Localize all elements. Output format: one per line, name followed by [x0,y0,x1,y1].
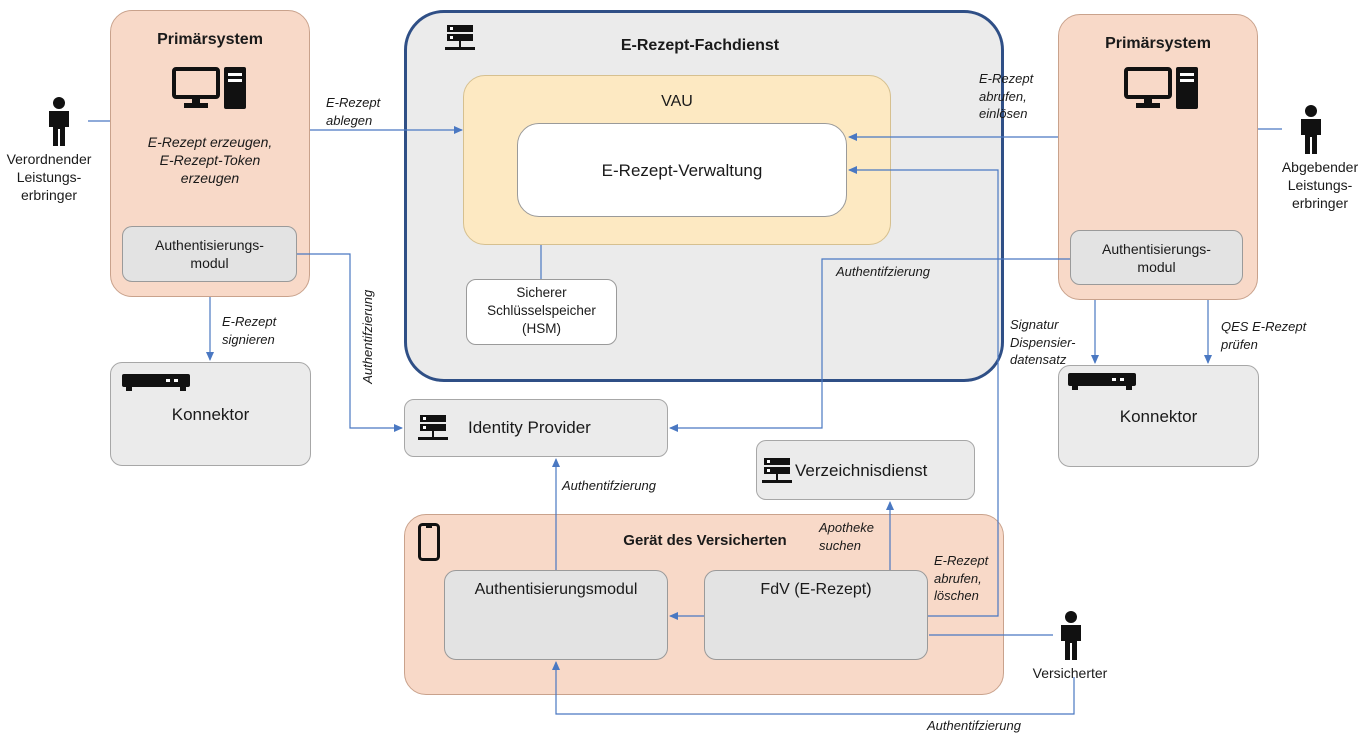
left-konnektor-label: Konnektor [171,405,250,424]
left-auth-line2: modul [190,255,229,272]
hsm-box [466,279,617,345]
hsm-label: Sicherer Schlüsselspeicher (HSM) [466,284,617,339]
left-auth-line1: Authentisierungs- [155,237,264,253]
device-title: Gerät des Versicherten [623,532,787,549]
label-signieren-line2: signieren [222,331,275,347]
label-abrufen-fdv-line2: abrufen, [934,570,982,586]
label-ablegen-line1: E-Rezept [326,95,381,110]
hsm-line3: (HSM) [522,321,561,337]
label-abrufen-line3: einlösen [979,106,1028,122]
device-auth-module-label: Authentisierungsmodul [474,581,638,598]
left-computer-icon [172,67,246,109]
fdv-label: FdV (E-Rezept) [760,581,872,598]
left-action-line2: E-Rezept-Token [159,152,261,169]
fdv-box [704,570,928,660]
label-signieren: E-Rezept signieren [222,313,276,348]
dispenser-label: Abgebender Leistungs- erbringer [1271,158,1369,213]
dispenser-line1: Abgebender [1281,159,1359,175]
label-qes-line2: prüfen [1221,336,1258,352]
label-abrufen-line1: E-Rezept [979,71,1034,86]
right-konnektor-device-icon [1068,373,1136,390]
label-signatur: Signatur Dispensier- datensatz [1010,316,1076,369]
fachdienst-server-icon [445,25,475,50]
label-abrufen-line2: abrufen, [979,88,1027,104]
identity-provider-box [404,399,668,457]
label-abrufen-fdv-line1: E-Rezept [934,553,989,568]
left-auth-module-label: Authentisierungs- modul [122,236,297,272]
hsm-line2: Schlüsselspeicher [487,303,596,319]
right-konnektor-label: Konnektor [1119,407,1198,426]
identity-provider-label: Identity Provider [468,418,591,437]
verzeichnisdienst-box [756,440,975,500]
label-qes-line1: QES E-Rezept [1221,319,1307,334]
left-system-title: Primärsystem [157,31,263,48]
label-signatur-line2: Dispensier- [1010,334,1076,350]
right-computer-icon [1124,67,1198,109]
label-ablegen: E-Rezept ablegen [326,94,380,129]
right-auth-line2: modul [1137,259,1176,276]
prescriber-line2: Leistungs- [16,169,82,186]
verwaltung-label: E-Rezept-Verwaltung [601,161,763,180]
left-action-line3: erzeugen [180,170,240,187]
right-system-title: Primärsystem [1105,35,1211,52]
dispenser-person-icon [1301,105,1321,154]
device-auth-module [444,570,668,660]
label-auth-idp: Authentifzierung [562,478,656,493]
label-apotheke: Apotheke suchen [819,519,874,554]
vau-label: VAU [661,93,693,110]
right-auth-module-label: Authentisierungs- modul [1070,240,1243,276]
prescriber-line3: erbringer [20,187,78,204]
label-signatur-line3: datensatz [1010,352,1067,368]
label-signatur-line1: Signatur [1010,317,1059,332]
prescriber-label: Verordnender Leistungs- erbringer [0,150,98,205]
label-apotheke-line1: Apotheke [819,520,874,535]
fachdienst-title: E-Rezept-Fachdienst [620,37,780,54]
insured-person-icon [1061,611,1081,660]
e-rezept-verwaltung-box [517,123,847,217]
left-auth-module [122,226,297,282]
prescriber-person-icon [49,97,69,146]
right-auth-module [1070,230,1243,285]
smartphone-icon [418,523,440,561]
prescriber-line1: Verordnender [6,151,92,167]
label-signieren-line1: E-Rezept [222,314,277,329]
label-ablegen-line2: ablegen [326,112,373,128]
hsm-line1: Sicherer [516,285,567,300]
label-auth-vertical: Authentifzierung [360,289,376,384]
dispenser-line3: erbringer [1291,195,1349,212]
verzeichnisdienst-label: Verzeichnisdienst [795,461,928,480]
label-qes: QES E-Rezept prüfen [1221,318,1306,353]
verzeichnisdienst-server-icon [762,458,792,483]
left-konnektor-device-icon [122,374,190,391]
left-action-line1: E-Rezept erzeugen, [147,134,273,150]
label-auth-right: Authentifzierung [836,264,930,279]
label-abrufen-loeschen: E-Rezept abrufen, löschen [934,552,988,605]
label-abrufen-einloesen: E-Rezept abrufen, einlösen [979,70,1033,123]
dispenser-line2: Leistungs- [1287,177,1353,194]
insured-label: Versicherter [1032,665,1108,681]
idp-server-icon [418,415,448,440]
label-auth-bottom: Authentifzierung [927,718,1021,733]
right-auth-line1: Authentisierungs- [1102,241,1211,257]
label-apotheke-line2: suchen [819,537,861,553]
left-system-actions: E-Rezept erzeugen, E-Rezept-Token erzeug… [110,133,310,188]
label-abrufen-fdv-line3: löschen [934,588,979,604]
